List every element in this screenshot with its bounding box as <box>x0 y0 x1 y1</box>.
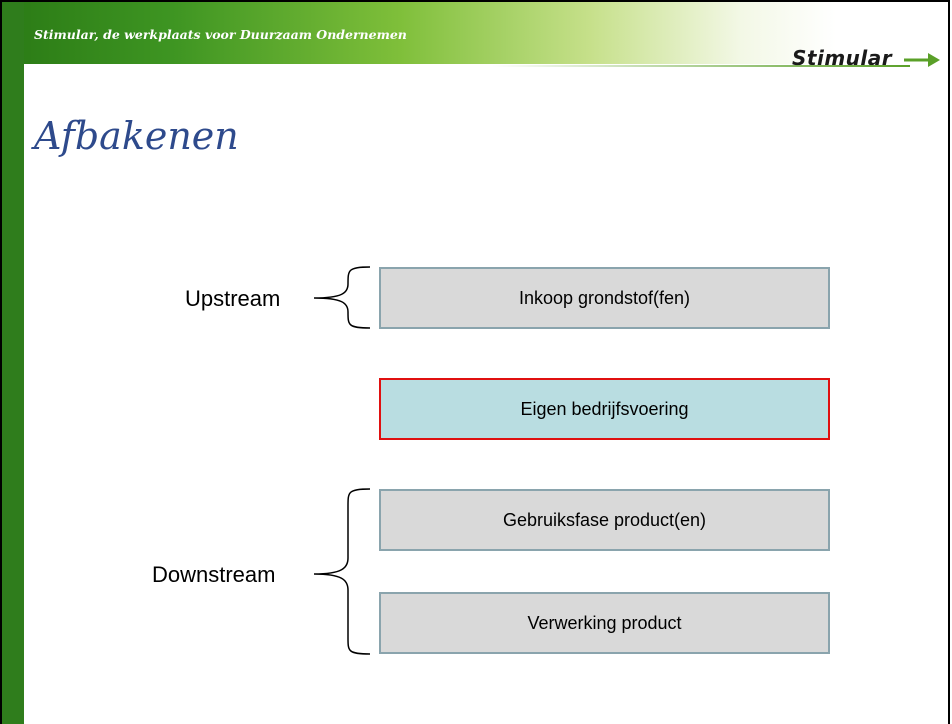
box-verwerking-product: Verwerking product <box>379 592 830 654</box>
upstream-brace <box>313 266 371 329</box>
box-gebruiksfase-product: Gebruiksfase product(en) <box>379 489 830 551</box>
box-eigen-bedrijfsvoering: Eigen bedrijfsvoering <box>379 378 830 440</box>
header-tagline: Stimular, de werkplaats voor Duurzaam On… <box>34 27 407 42</box>
downstream-brace <box>313 488 371 655</box>
header-band <box>2 2 948 64</box>
logo-arrow-icon <box>904 53 940 67</box>
slide-title: Afbakenen <box>34 114 239 158</box>
downstream-label: Downstream <box>152 562 276 587</box>
side-bar <box>2 2 24 724</box>
upstream-label: Upstream <box>185 286 281 311</box>
box-inkoop-grondstof: Inkoop grondstof(fen) <box>379 267 830 329</box>
logo-underline <box>492 65 910 67</box>
